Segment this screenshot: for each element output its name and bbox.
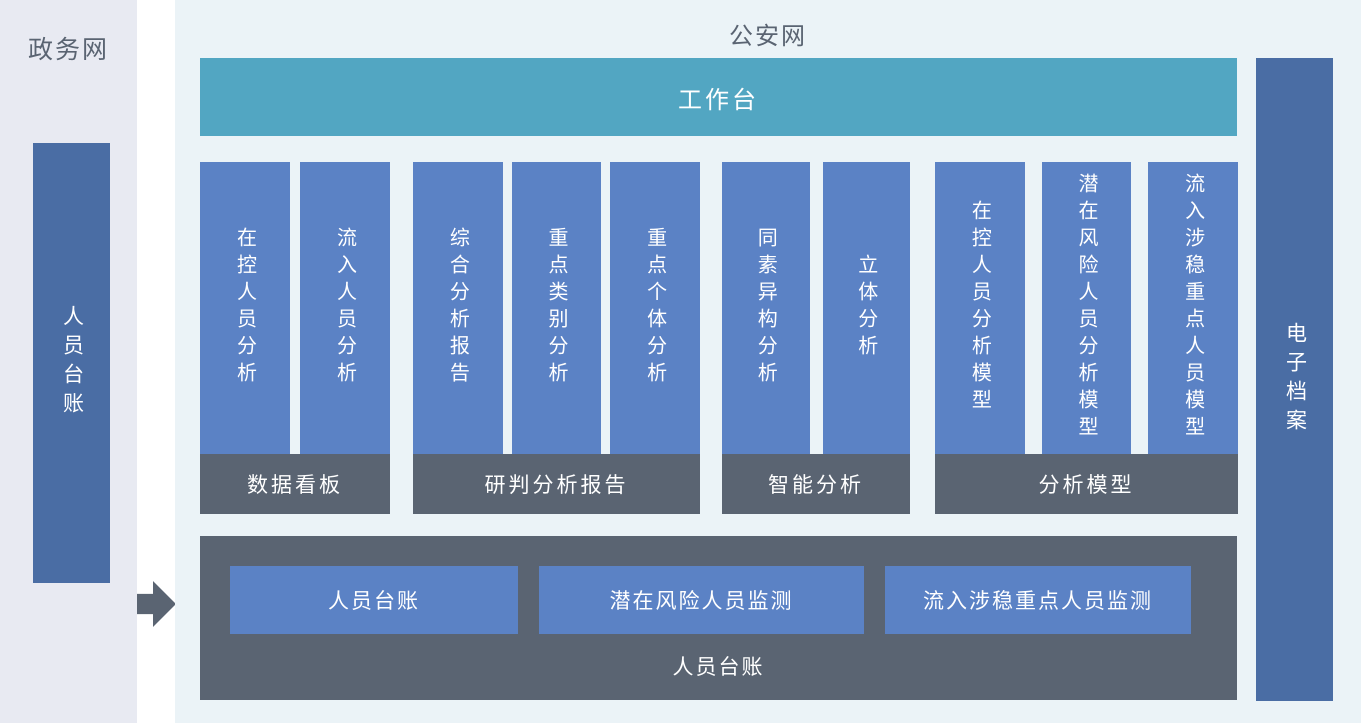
workbench-bar: 工作台: [200, 58, 1237, 136]
personnel-ledger-box-label: 人员台账: [672, 656, 765, 679]
flow-right-arrow-icon: [137, 581, 176, 627]
module-potential-risk-monitoring: 潜在风险人员监测: [539, 566, 864, 634]
police-network-title: 公安网: [729, 23, 807, 50]
module-label: 同素异构分析: [754, 227, 777, 389]
module-comprehensive-analysis-report: 综合分析报告: [413, 162, 503, 454]
module-inflow-key-personnel-model: 流入涉稳重点人员模型: [1148, 162, 1239, 454]
electronic-archive-bar-label: 电子档案: [1283, 321, 1307, 438]
module-stereo-analysis: 立体分析: [822, 162, 910, 454]
group-data-dashboard-label: 数据看板: [200, 454, 390, 514]
module-label: 立体分析: [854, 254, 877, 362]
module-label: 重点个体分析: [643, 227, 666, 389]
module-label: 在控人员分析: [233, 227, 256, 389]
module-potential-risk-personnel-model: 潜在风险人员分析模型: [1041, 162, 1132, 454]
module-personnel-ledger: 人员台账: [230, 566, 518, 634]
group-analysis-report-modules: 综合分析报告 重点类别分析 重点个体分析: [413, 162, 701, 454]
group-intelligent-analysis-label: 智能分析: [722, 454, 910, 514]
workbench-bar-label: 工作台: [678, 86, 759, 114]
police-network-panel: 公安网 工作台 在控人员分析 流入人员分析 数据看板 综合分析报告 重点类别分析…: [175, 0, 1361, 723]
government-network-panel: 政务网 人员台账: [0, 0, 137, 723]
module-label: 流入人员分析: [333, 227, 356, 389]
personnel-ledger-side-bar: 人员台账: [33, 143, 110, 583]
module-inflow-key-personnel-monitoring: 流入涉稳重点人员监测: [885, 566, 1191, 634]
module-label: 流入涉稳重点人员模型: [1181, 173, 1204, 443]
group-analysis-models: 在控人员分析模型 潜在风险人员分析模型 流入涉稳重点人员模型 分析模型: [935, 162, 1239, 514]
module-inflow-personnel-analysis: 流入人员分析: [300, 162, 390, 454]
group-data-dashboard-modules: 在控人员分析 流入人员分析: [200, 162, 390, 454]
module-key-individual-analysis: 重点个体分析: [610, 162, 701, 454]
module-key-category-analysis: 重点类别分析: [511, 162, 602, 454]
group-intelligent-analysis: 同素异构分析 立体分析 智能分析: [722, 162, 910, 514]
electronic-archive-bar: 电子档案: [1256, 58, 1333, 701]
module-isomer-analysis: 同素异构分析: [722, 162, 810, 454]
personnel-ledger-box: 人员台账 潜在风险人员监测 流入涉稳重点人员监测 人员台账: [200, 536, 1237, 700]
module-label: 潜在风险人员分析模型: [1075, 173, 1097, 443]
module-controlled-personnel-analysis: 在控人员分析: [200, 162, 290, 454]
group-analysis-report: 综合分析报告 重点类别分析 重点个体分析 研判分析报告: [413, 162, 701, 514]
group-data-dashboard: 在控人员分析 流入人员分析 数据看板: [200, 162, 390, 514]
government-network-title: 政务网: [27, 36, 109, 64]
personnel-ledger-modules: 人员台账 潜在风险人员监测 流入涉稳重点人员监测: [200, 536, 1237, 634]
module-label: 重点类别分析: [545, 227, 567, 389]
module-label: 综合分析报告: [446, 227, 469, 389]
group-analysis-models-label: 分析模型: [935, 454, 1238, 514]
group-analysis-models-modules: 在控人员分析模型 潜在风险人员分析模型 流入涉稳重点人员模型: [935, 162, 1239, 454]
module-controlled-personnel-model: 在控人员分析模型: [935, 162, 1025, 454]
group-intelligent-analysis-modules: 同素异构分析 立体分析: [722, 162, 910, 454]
group-analysis-report-label: 研判分析报告: [413, 454, 700, 514]
module-label: 在控人员分析模型: [968, 200, 991, 416]
personnel-ledger-side-bar-label: 人员台账: [60, 305, 84, 421]
